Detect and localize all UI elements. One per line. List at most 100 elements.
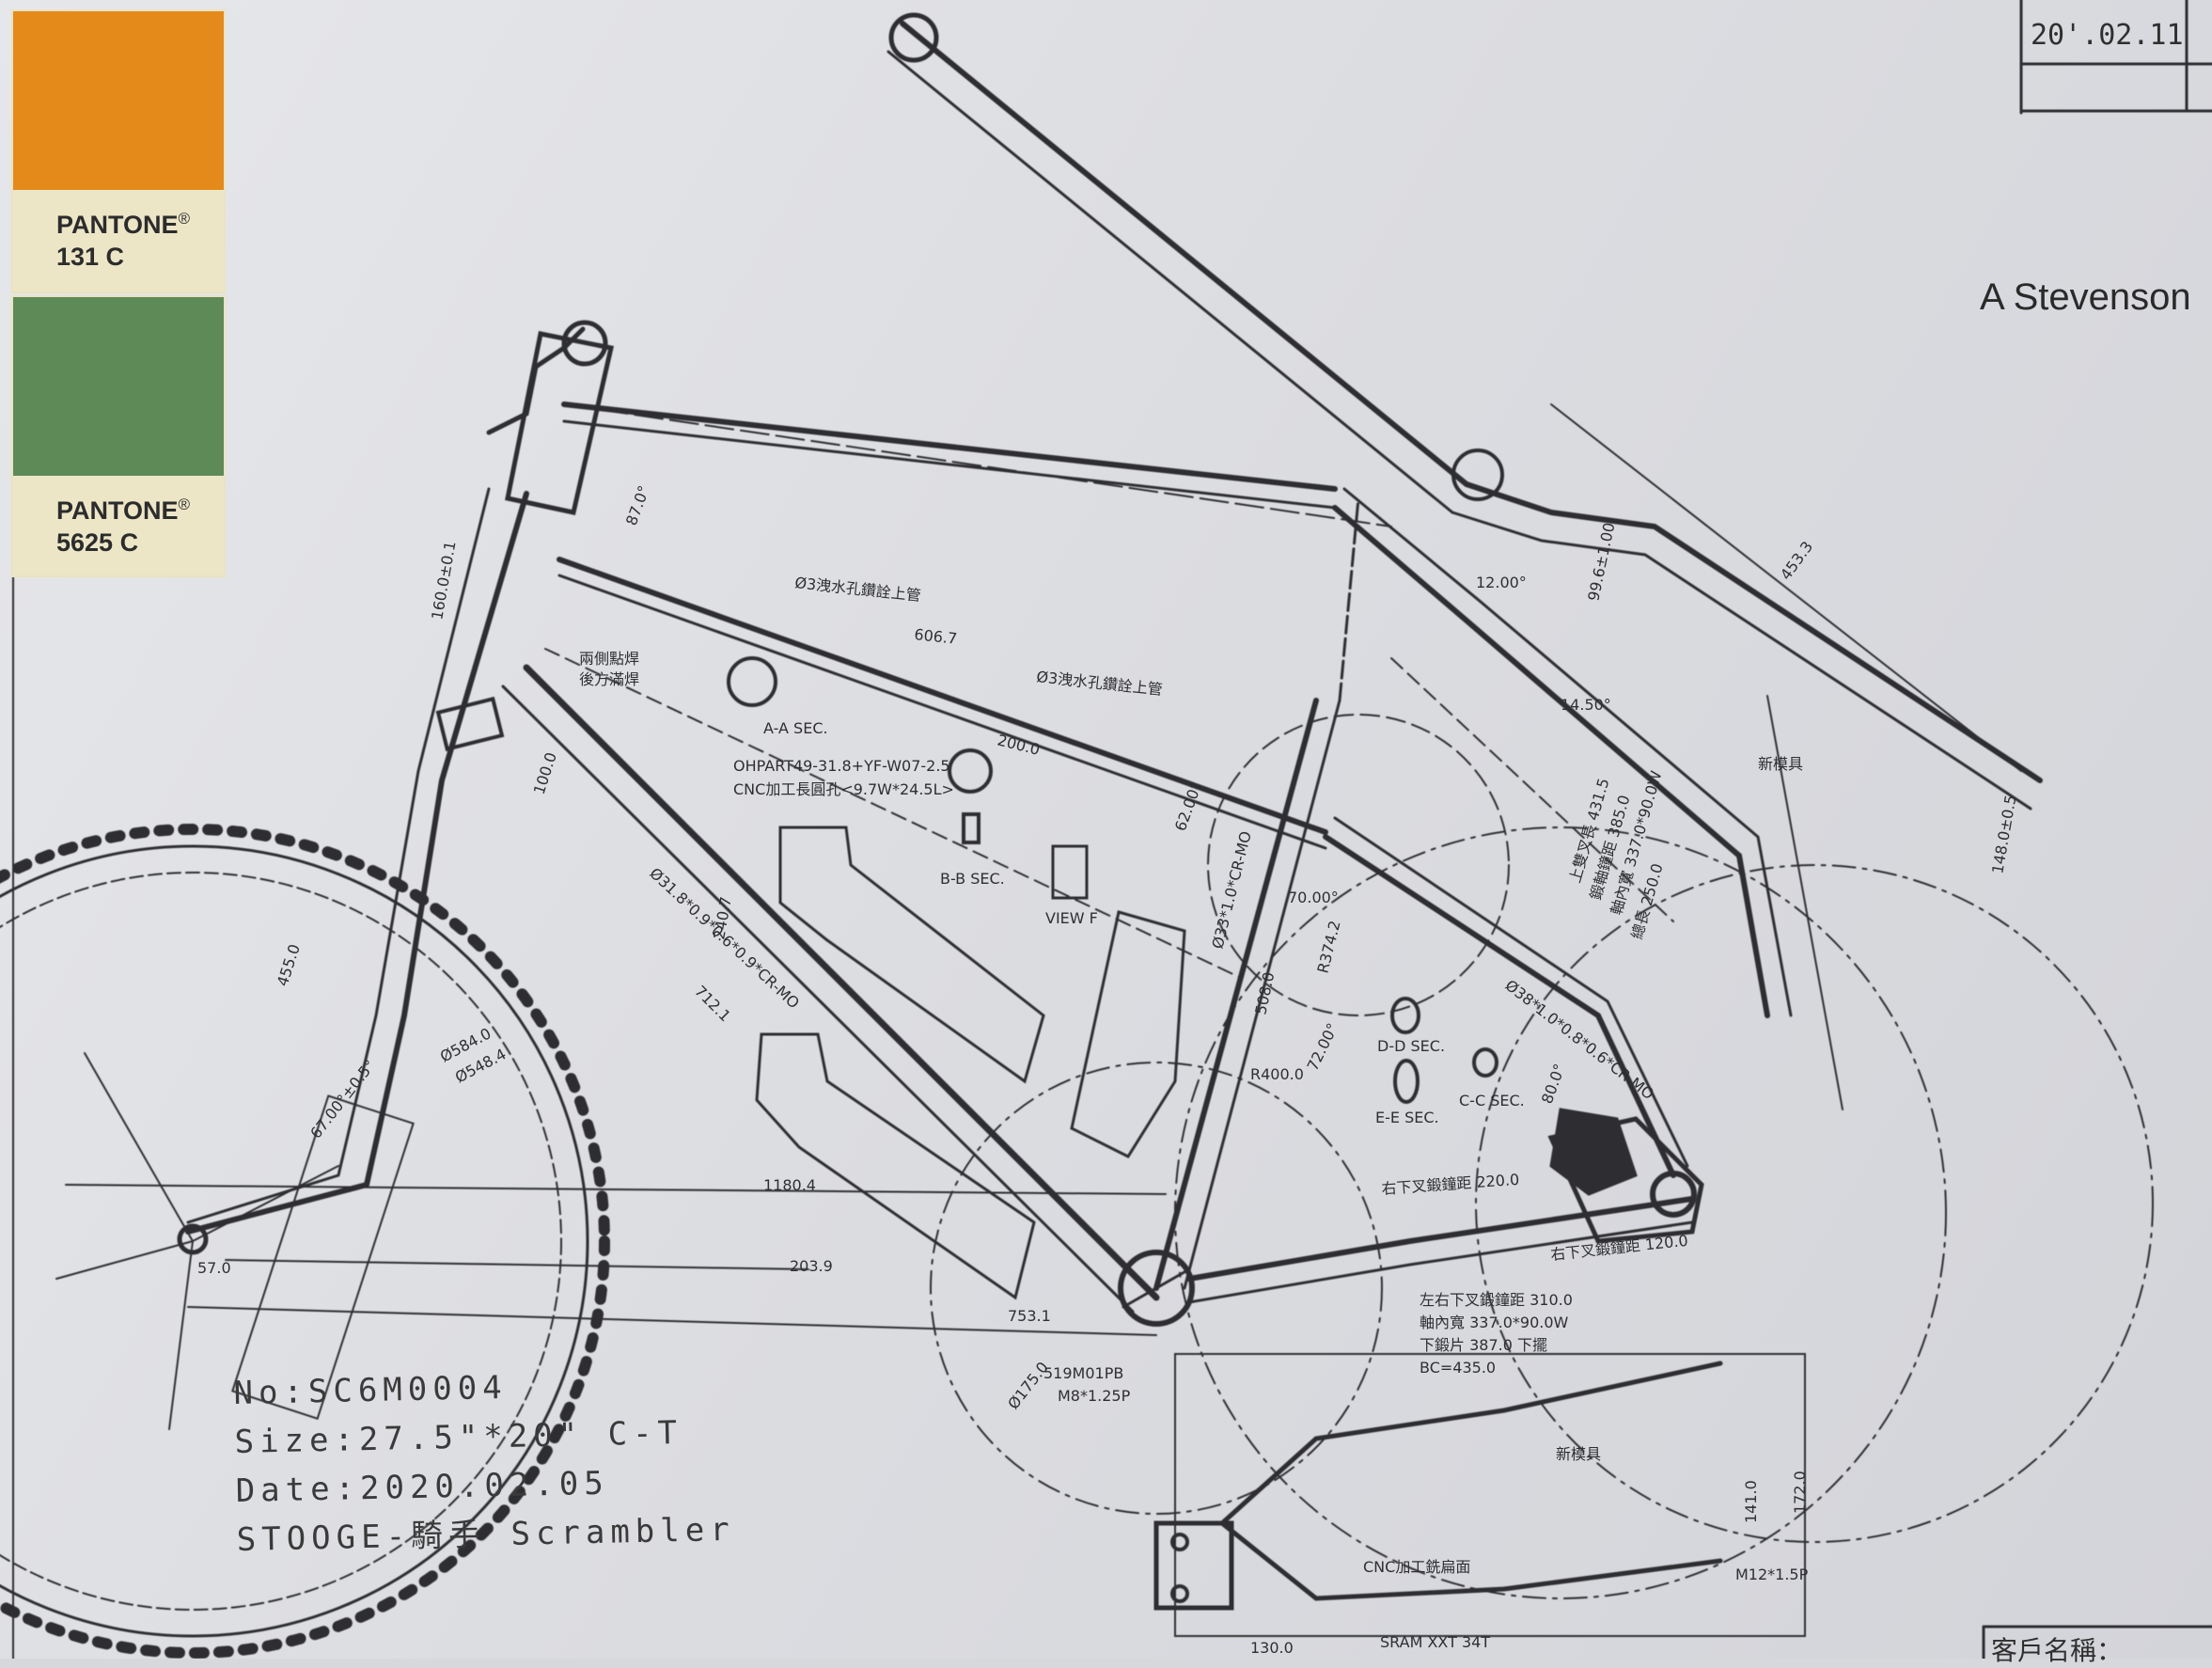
dim-67: 67.00°±0.5°: [306, 1056, 379, 1141]
plan-bb-shell: [1153, 1520, 1234, 1611]
new-tool-note-1: 新模具: [1758, 755, 1803, 773]
dim-200: 200.0: [996, 731, 1042, 759]
spoke: [168, 1240, 194, 1430]
ohpart-note: OHPART49-31.8+YF-W07-2.5: [733, 757, 950, 775]
lower-stay: [1332, 505, 1770, 1018]
dd-section-symbol: [1390, 997, 1420, 1034]
view-f-label: VIEW F: [1045, 909, 1098, 927]
upper-stay-top: [900, 21, 1469, 487]
bolt2-note: M12*1.5P: [1735, 1566, 1809, 1583]
lower-stay-inner: [1342, 487, 1793, 1017]
title-block-customer-label: 客戶名稱：: [1991, 1635, 2124, 1666]
chain-stay: [1186, 1196, 1695, 1282]
chainring-arc: [1207, 714, 1510, 1016]
upper-stay-bend: [1464, 481, 2043, 783]
handlebar-clamp: [561, 320, 608, 367]
plan-stay-bottom: [1219, 1520, 1723, 1601]
dim-70: 70.00°: [1288, 889, 1339, 906]
upper-stay-hole: [1451, 448, 1504, 501]
water-bottle: [755, 1032, 1036, 1300]
rear-dropout: [1547, 1116, 1704, 1244]
seat-tube-inner: [1183, 699, 1341, 1290]
dim-57: 57.0: [197, 1259, 231, 1277]
aa-section-label: A-A SEC.: [763, 719, 828, 737]
top-tube-bottom: [562, 419, 1337, 510]
dim-14: 14.50°: [1561, 696, 1611, 714]
dim-line-753: [187, 1306, 1157, 1336]
spoke: [84, 1052, 194, 1242]
bb-section-rect: [962, 812, 980, 844]
upper-stay-bend-inner: [1451, 511, 2032, 810]
drawing-info: No:SC6M0004 Size:27.5"*20" C-T Date:2020…: [233, 1359, 735, 1565]
fork-blade-inner: [186, 487, 491, 1224]
bb-section-label: B-B SEC.: [940, 870, 1005, 888]
dim-455: 455.0: [274, 942, 304, 988]
lower-note-3: 下鍛片 387.0 下擺: [1420, 1336, 1547, 1354]
derailleur: [1549, 1108, 1638, 1196]
spoke: [55, 1240, 194, 1280]
plan-view-box: [1174, 1353, 1806, 1637]
front-wheel-knobs: [0, 824, 610, 1659]
dim-72: 72.00°: [1304, 1020, 1342, 1074]
weld-note-2: 後方滿焊: [579, 670, 639, 688]
water-hole-note-2: Ø3洩水孔鑽詮上管: [1036, 668, 1164, 699]
dim-line-203: [225, 1259, 809, 1270]
lower-note-1: 左右下叉鍛鐘距 310.0: [1420, 1291, 1573, 1309]
water-bottle: [778, 826, 1045, 1084]
bb-arc: [930, 1062, 1383, 1515]
dim-160: 160.0±0.1: [428, 540, 459, 622]
swatch-code: 131 C: [56, 243, 125, 271]
stem: [486, 326, 586, 435]
front-axle: [177, 1223, 209, 1255]
dim-99: 99.6±1.00: [1584, 521, 1618, 603]
dim-line-construction: [544, 648, 1242, 979]
cr-mo-note-2: Ø38*1.0*0.8*0.6*CR-MO: [1502, 976, 1657, 1103]
dim-374: R374.2: [1313, 919, 1343, 975]
dim-62: 62.00°: [1171, 779, 1205, 833]
weld-note-1: 兩側點焊: [579, 650, 639, 668]
dim-line-606: [563, 403, 1392, 527]
plan-bolt: [1170, 1584, 1189, 1603]
upper-stay-eye: [888, 12, 939, 63]
dim-line-construction: [1390, 657, 1674, 922]
plan-stay-top: [1219, 1361, 1723, 1526]
bb-section-symbol: [948, 748, 993, 794]
dim-line-wheelbase: [65, 1184, 1167, 1195]
main-top-tube: [557, 557, 1328, 835]
seat-post-axis: [1338, 496, 1360, 702]
dim-1180: 1180.4: [763, 1176, 816, 1194]
dim-175: Ø175.0: [1004, 1359, 1052, 1413]
bolt-note: M8*1.25P: [1058, 1387, 1131, 1405]
bb-cross: [1122, 1267, 1191, 1309]
seat-stay: [1323, 834, 1676, 1178]
swatch-label: PANTONE® 131 C: [13, 190, 224, 273]
title-block-date: 20'.02.11: [2031, 19, 2184, 52]
dim-606: 606.7: [914, 625, 959, 648]
dim-12: 12.00°: [1476, 574, 1527, 591]
swatch-color-chip: [13, 297, 224, 476]
dim-148: 148.0±0.5: [1988, 794, 2019, 875]
cc-section-label: C-C SEC.: [1459, 1092, 1525, 1109]
dim-172: 172.0: [1791, 1471, 1809, 1514]
fork-outline: [231, 1094, 415, 1421]
upper-stay-bottom: [886, 50, 1454, 514]
rear-note-a: 右下叉鍛鐘距 220.0: [1381, 1171, 1520, 1198]
rear-wheel-outline: [1174, 826, 1947, 1599]
front-wheel-tire: [0, 844, 589, 1638]
down-tube-inner: [501, 685, 1135, 1314]
swatch-label: PANTONE® 5625 C: [13, 476, 224, 559]
dim-400: R400.0: [1250, 1065, 1304, 1083]
lower-note-2: 軸內寬 337.0*90.0W: [1420, 1314, 1569, 1331]
plan-bolt: [1170, 1533, 1189, 1551]
seat-stay-inner: [1333, 816, 1689, 1168]
swatch-code: 5625 C: [56, 528, 139, 557]
seat-tube: [1153, 698, 1319, 1291]
cnc-hole-note: CNC加工長圓孔<9.7W*24.5L>: [733, 780, 954, 798]
swatch-brand: PANTONE: [56, 496, 179, 525]
main-top-tube-inner: [557, 574, 1327, 850]
swatch-brand: PANTONE: [56, 211, 179, 239]
fork-blade: [185, 491, 529, 1235]
pantone-swatch-orange: PANTONE® 131 C: [13, 11, 224, 291]
